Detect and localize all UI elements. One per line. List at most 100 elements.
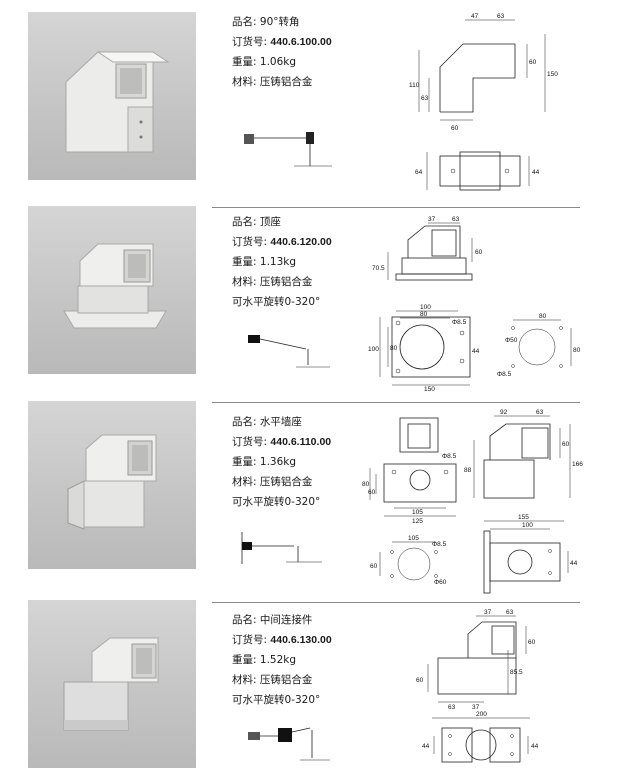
product-name: 水平墙座 <box>259 416 302 428</box>
usage-sketch-top-base <box>248 335 330 368</box>
svg-text:63: 63 <box>421 95 429 102</box>
name-row: 品名: 90°转角 <box>232 16 300 28</box>
svg-text:47: 47 <box>471 13 479 20</box>
material-row: 材料: 压铸铝合金 <box>232 276 313 288</box>
drawing-side-top-base: 37 63 60 70.5 <box>372 216 483 281</box>
name-row: 品名: 中间连接件 <box>232 614 313 626</box>
drawing-mount-wall-base: 105 Φ8.5 60 Φ60 <box>370 535 447 586</box>
drawing-front-wall-base: Φ8.5 80 60 105 125 <box>362 417 457 525</box>
svg-text:166: 166 <box>572 461 583 468</box>
name-row: 品名: 水平墙座 <box>232 416 302 428</box>
order-number: 440.6.100.00 <box>270 36 332 48</box>
svg-text:150: 150 <box>424 386 435 393</box>
svg-text:80: 80 <box>420 311 428 318</box>
svg-text:Φ50: Φ50 <box>505 337 518 344</box>
drawing-top-middle-connector: 200 44 44 <box>422 711 539 763</box>
svg-text:155: 155 <box>518 514 529 521</box>
weight-row: 重量: 1.36kg <box>232 456 297 468</box>
svg-text:44: 44 <box>532 169 540 176</box>
weight-value: 1.06kg <box>259 56 297 68</box>
svg-text:60: 60 <box>416 677 424 684</box>
drawing-side-middle-connector: 37 63 60 85.5 60 63 37 <box>416 609 536 711</box>
svg-text:63: 63 <box>452 216 460 223</box>
weight-row: 重量: 1.06kg <box>232 56 297 68</box>
product-photo-top-base <box>28 206 196 374</box>
specs-90-corner: 品名: 90°转角 订货号: 440.6.100.00 重量: 1.06kg 材… <box>232 12 332 92</box>
separator <box>212 207 580 208</box>
svg-text:60: 60 <box>368 489 376 496</box>
product-name: 顶座 <box>259 216 281 228</box>
svg-text:44: 44 <box>422 743 430 750</box>
drawing-mount-top-base: 80 Φ50 80 Φ8.5 <box>497 313 581 378</box>
weight-row: 重量: 1.13kg <box>232 256 297 268</box>
drawing-top-wall-base: 155 100 44 <box>483 514 578 594</box>
svg-text:80: 80 <box>390 345 398 352</box>
name-row: 品名: 顶座 <box>232 216 281 228</box>
svg-text:125: 125 <box>412 518 423 525</box>
svg-text:63: 63 <box>497 13 505 20</box>
svg-text:100: 100 <box>420 304 431 311</box>
svg-text:60: 60 <box>529 59 537 66</box>
order-number: 440.6.130.00 <box>270 634 332 646</box>
material-value: 压铸铝合金 <box>259 276 313 288</box>
drawing-plan-top-base: 100 80 Φ8.5 80 100 44 150 <box>368 304 480 393</box>
svg-text:63: 63 <box>536 409 544 416</box>
svg-text:105: 105 <box>408 535 419 542</box>
specs-top-base: 品名: 顶座 订货号: 440.6.120.00 重量: 1.13kg 材料: … <box>232 212 332 312</box>
weight-row: 重量: 1.52kg <box>232 654 297 666</box>
product-name: 90°转角 <box>259 16 300 28</box>
svg-text:88: 88 <box>464 467 472 474</box>
svg-text:80: 80 <box>362 481 370 488</box>
part-render-top-base <box>63 243 167 329</box>
svg-text:64: 64 <box>415 169 423 176</box>
svg-text:85.5: 85.5 <box>510 669 523 676</box>
material-row: 材料: 压铸铝合金 <box>232 476 313 488</box>
svg-text:Φ8.5: Φ8.5 <box>497 371 512 378</box>
drawing-side-90-corner: 47 63 60 150 110 63 60 <box>409 13 558 132</box>
svg-text:63: 63 <box>506 609 514 616</box>
product-photo-90-corner <box>28 12 196 180</box>
weight-value: 1.13kg <box>259 256 297 268</box>
svg-text:100: 100 <box>368 346 379 353</box>
rotation-row: 可水平旋转0-320° <box>232 292 332 312</box>
svg-text:110: 110 <box>409 82 420 89</box>
svg-text:200: 200 <box>476 711 487 718</box>
material-value: 压铸铝合金 <box>259 76 313 88</box>
svg-text:80: 80 <box>573 347 581 354</box>
order-row: 订货号: 440.6.110.00 <box>232 436 332 448</box>
material-row: 材料: 压铸铝合金 <box>232 76 313 88</box>
usage-sketch-90-corner <box>244 132 332 167</box>
order-row: 订货号: 440.6.130.00 <box>232 634 332 646</box>
svg-text:60: 60 <box>562 441 570 448</box>
svg-text:Φ60: Φ60 <box>434 579 447 586</box>
svg-text:37: 37 <box>472 704 480 711</box>
svg-text:80: 80 <box>539 313 547 320</box>
rotation-note: 可水平旋转0-320° <box>232 296 321 308</box>
svg-text:100: 100 <box>522 522 533 529</box>
product-photo-wall-base <box>28 401 196 569</box>
drawing-side-wall-base: 92 63 60 88 166 <box>464 409 583 499</box>
rotation-note: 可水平旋转0-320° <box>232 496 321 508</box>
separator <box>212 402 580 403</box>
rotation-row: 可水平旋转0-320° <box>232 690 332 710</box>
svg-text:37: 37 <box>428 216 436 223</box>
weight-value: 1.52kg <box>259 654 297 666</box>
weight-value: 1.36kg <box>259 456 297 468</box>
svg-text:63: 63 <box>448 704 456 711</box>
svg-text:60: 60 <box>451 125 459 132</box>
svg-text:44: 44 <box>531 743 539 750</box>
svg-text:37: 37 <box>484 609 492 616</box>
specs-wall-base: 品名: 水平墙座 订货号: 440.6.110.00 重量: 1.36kg 材料… <box>232 412 331 512</box>
order-number: 440.6.120.00 <box>270 236 332 248</box>
drawing-top-90-corner: 64 44 <box>415 151 540 191</box>
material-value: 压铸铝合金 <box>259 476 313 488</box>
svg-text:70.5: 70.5 <box>372 265 385 272</box>
product-name: 中间连接件 <box>259 614 313 626</box>
part-render-wall-base <box>67 434 157 530</box>
material-value: 压铸铝合金 <box>259 674 313 686</box>
product-photo-middle-connector <box>28 600 196 768</box>
svg-text:60: 60 <box>475 249 483 256</box>
svg-text:44: 44 <box>570 560 578 567</box>
svg-text:105: 105 <box>412 509 423 516</box>
svg-text:92: 92 <box>500 409 508 416</box>
